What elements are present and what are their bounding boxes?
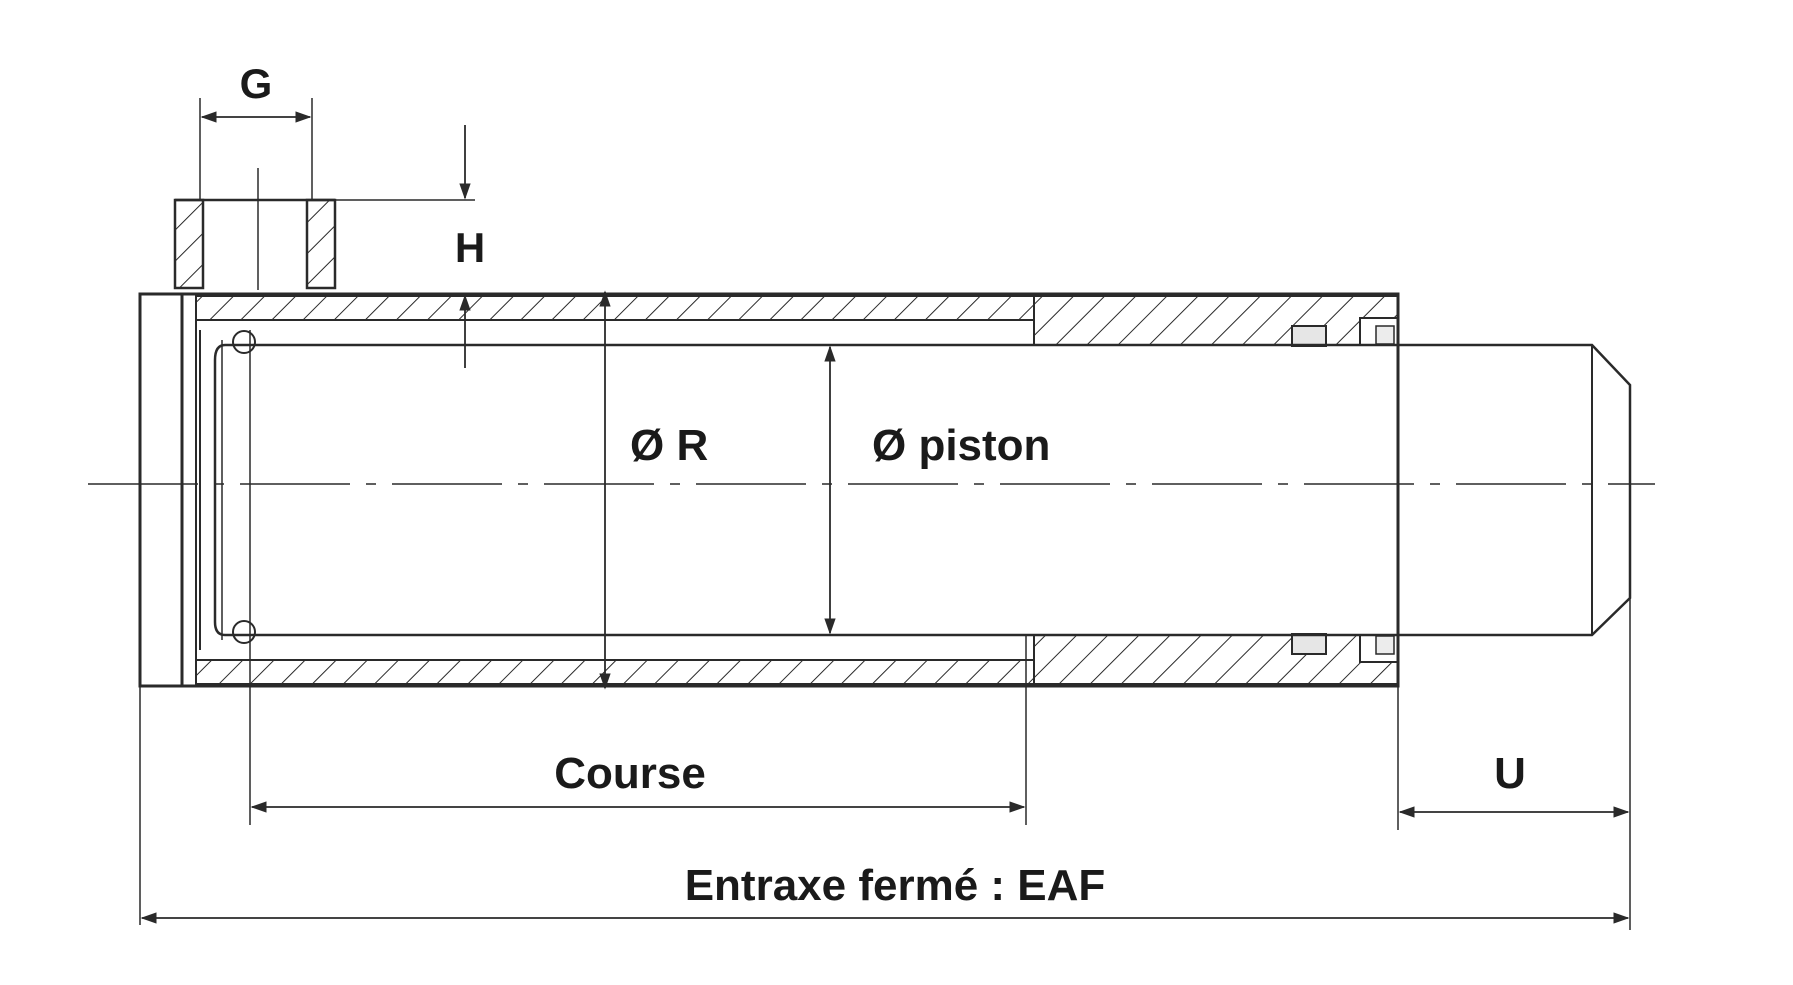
cylinder-body — [138, 292, 1400, 688]
dimension-lines — [140, 111, 1630, 924]
piston-rod — [199, 330, 1632, 650]
label-diam-r: Ø R — [630, 421, 708, 470]
label-h: H — [455, 224, 485, 271]
label-g: G — [240, 60, 273, 107]
extension-lines — [139, 98, 1631, 930]
label-eaf: Entraxe fermé : EAF — [685, 861, 1106, 910]
port-boss — [173, 168, 337, 290]
label-u: U — [1494, 749, 1526, 798]
label-course: Course — [554, 749, 706, 798]
label-diam-piston: Ø piston — [872, 421, 1050, 470]
